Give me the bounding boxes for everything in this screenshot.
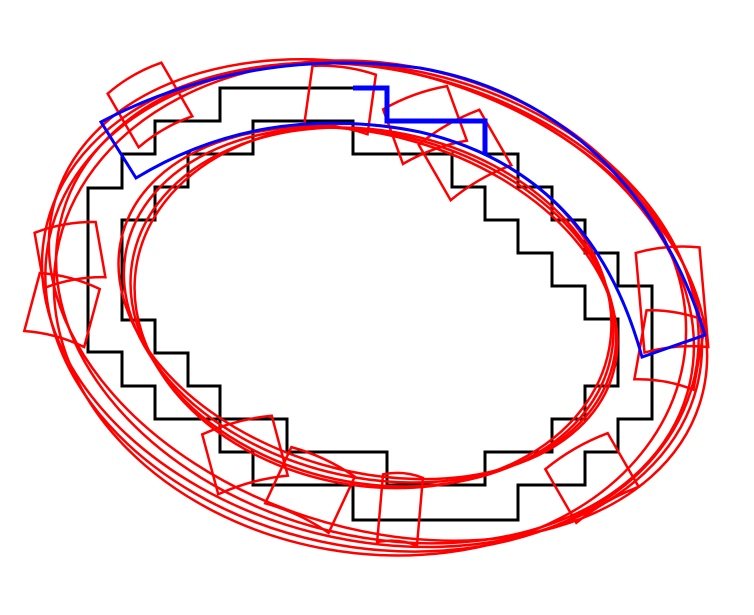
- overlay-tile: [33, 220, 107, 290]
- overlay-tile: [200, 414, 290, 497]
- overlay-tile: [106, 61, 195, 150]
- overlay-tile: [263, 445, 357, 535]
- overlay-tile: [543, 431, 641, 525]
- overlay-ellipse: [117, 125, 619, 481]
- overlay-tile: [381, 84, 469, 166]
- reference-inner-staircase: [120, 119, 620, 487]
- reference-outer-staircase: [86, 86, 654, 522]
- overlay-tile: [632, 309, 708, 392]
- overlay-tile: [22, 271, 102, 349]
- highlight-curved-sector: [98, 61, 707, 359]
- overlay-ellipse: [129, 126, 615, 488]
- highlight-step-segment: [353, 85, 488, 154]
- overlay-tile: [634, 245, 710, 355]
- overlay-tile: [375, 471, 425, 548]
- overlay-tile: [417, 108, 514, 203]
- overlay-ellipse: [122, 126, 618, 484]
- overlay-tile: [302, 64, 378, 136]
- overlay-tile-group: [22, 61, 710, 548]
